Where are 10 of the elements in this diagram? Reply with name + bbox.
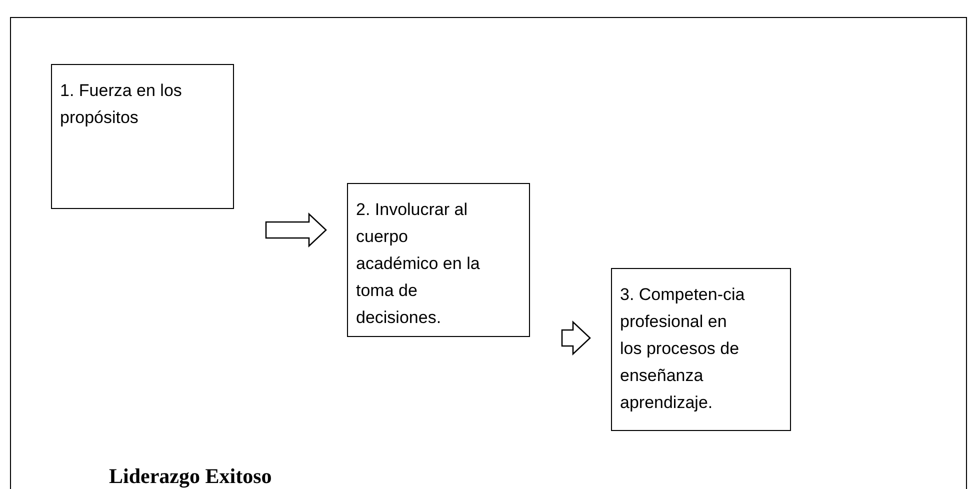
box-text: 1. Fuerza en los propósitos bbox=[60, 80, 183, 129]
process-box bbox=[51, 64, 234, 209]
frame-label: Liderazgo Exitoso bbox=[109, 464, 272, 489]
frame-box bbox=[10, 17, 967, 489]
block-arrow bbox=[561, 320, 591, 356]
process-box bbox=[347, 183, 530, 337]
process-box bbox=[611, 268, 791, 431]
box-text: 3. Competen-cia profesional en los procesos de enseñanza aprendizaje. bbox=[620, 284, 746, 414]
box-text: 2. Involucrar al cuerpo académico en la toma de decisiones. bbox=[356, 199, 481, 329]
block-arrow bbox=[265, 212, 327, 248]
